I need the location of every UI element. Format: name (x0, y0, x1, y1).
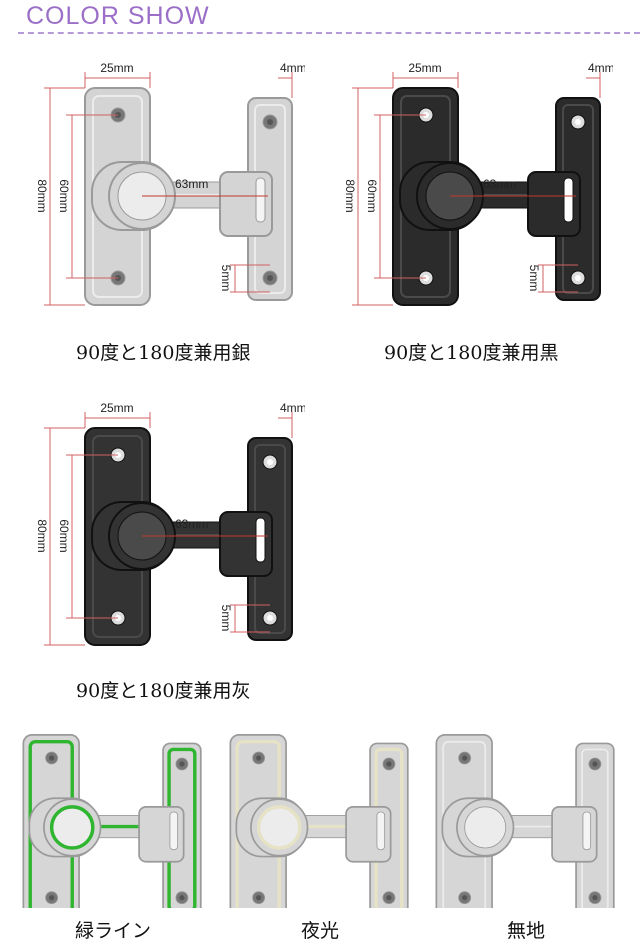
dim-length: 63mm (483, 177, 516, 191)
product-black: 80mm 60mm 25mm 4mm 63mm 5mm (338, 60, 613, 320)
dim-width: 25mm (100, 61, 133, 75)
dim-thickness: 4mm (588, 61, 613, 75)
dim-width: 25mm (100, 401, 133, 415)
dim-length: 63mm (175, 177, 208, 191)
dim-height: 80mm (35, 519, 49, 552)
hook-slot (563, 177, 574, 223)
hook-slot (582, 811, 592, 851)
variant-label-green-line: 緑ライン (74, 920, 151, 942)
dim-height: 80mm (343, 179, 357, 212)
dim-slot: 5mm (219, 265, 233, 292)
variant-plain (428, 728, 623, 908)
dim-length: 63mm (175, 517, 208, 531)
dim-thickness: 4mm (280, 401, 305, 415)
dashed-divider (18, 32, 640, 34)
hook-slot (255, 517, 266, 563)
variant-label-plain: 無地 (506, 920, 545, 942)
product-silver: 80mm 60mm 25mm 4mm 63mm 5mm (30, 60, 305, 320)
dim-slot: 5mm (527, 265, 541, 292)
variant-label-luminous: 夜光 (300, 920, 339, 942)
dim-hole-spacing: 60mm (57, 519, 71, 552)
product-label-black: 90度と180度兼用黒 (384, 342, 559, 364)
dim-thickness: 4mm (280, 61, 305, 75)
product-label-silver: 90度と180度兼用銀 (76, 342, 251, 364)
dim-width: 25mm (408, 61, 441, 75)
product-label-gray: 90度と180度兼用灰 (76, 680, 251, 702)
hook-slot (255, 177, 266, 223)
hook-slot (376, 811, 386, 851)
dim-slot: 5mm (219, 605, 233, 632)
dim-height: 80mm (35, 179, 49, 212)
hook-slot (169, 811, 179, 851)
product-gray: 80mm 60mm 25mm 4mm 63mm 5mm (30, 400, 305, 660)
variant-luminous (222, 728, 417, 908)
section-title: COLOR SHOW (26, 2, 210, 30)
dim-hole-spacing: 60mm (365, 179, 379, 212)
variant-green-line (15, 728, 210, 908)
dim-hole-spacing: 60mm (57, 179, 71, 212)
